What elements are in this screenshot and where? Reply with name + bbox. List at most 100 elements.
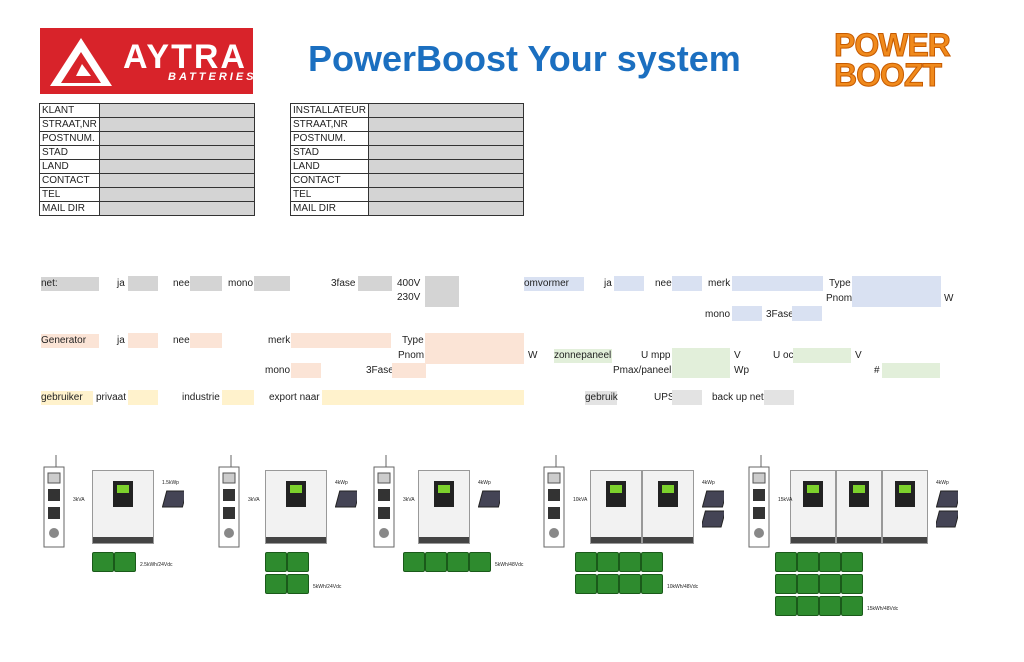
battery-icon <box>775 596 797 616</box>
gebruiker-label: gebruiker <box>41 391 93 405</box>
zonnepaneel-umpp-field[interactable] <box>672 348 730 363</box>
info-value-field[interactable] <box>367 201 524 216</box>
info-row: STAD <box>290 145 524 160</box>
zonnepaneel-pmax-field[interactable] <box>672 363 730 378</box>
generator-3fase-label: 3Fase <box>366 365 394 376</box>
info-value-field[interactable] <box>367 131 524 146</box>
net-label: net: <box>41 277 99 291</box>
omvormer-3fase-label: 3Fase <box>766 309 794 320</box>
gebruik-ups-field[interactable] <box>672 390 702 405</box>
solar-panel-icon <box>936 490 958 528</box>
info-key: KLANT <box>39 103 100 118</box>
battery-icon <box>403 552 425 572</box>
battery-icon <box>641 552 663 572</box>
battery-icon <box>575 574 597 594</box>
info-value-field[interactable] <box>367 159 524 174</box>
generator-3fase-field[interactable] <box>392 363 426 378</box>
generator-ja-field[interactable] <box>128 333 158 348</box>
generator-w-label: W <box>528 350 538 361</box>
battery-icon <box>287 574 309 594</box>
zonnepaneel-uoc-field[interactable] <box>793 348 851 363</box>
battery-icon <box>797 552 819 572</box>
info-value-field[interactable] <box>98 145 255 160</box>
battery-icon <box>819 596 841 616</box>
inverter-icon <box>882 470 928 544</box>
info-row: STAD <box>39 145 255 160</box>
inverter-icon <box>836 470 882 544</box>
info-key: TEL <box>39 187 100 202</box>
battery-icon <box>619 552 641 572</box>
omvormer-mono-field[interactable] <box>732 306 762 321</box>
omvormer-ja-field[interactable] <box>614 276 644 291</box>
info-key: STAD <box>290 145 369 160</box>
omvormer-pnom-label: Pnom <box>826 293 853 304</box>
info-row: CONTACT <box>290 173 524 188</box>
info-value-field[interactable] <box>367 103 524 118</box>
battery-icon <box>775 574 797 594</box>
omvormer-type-pnom-field[interactable] <box>852 276 941 307</box>
generator-mono-field[interactable] <box>291 363 321 378</box>
info-value-field[interactable] <box>98 173 255 188</box>
gebruiker-export-field[interactable] <box>322 390 524 405</box>
info-value-field[interactable] <box>98 117 255 132</box>
battery-icon <box>775 552 797 572</box>
battery-label: 5kWh/24Vdc <box>313 584 342 590</box>
omvormer-nee-field[interactable] <box>672 276 702 291</box>
inverter-icon <box>790 470 836 544</box>
omvormer-3fase-field[interactable] <box>792 306 822 321</box>
net-mono-field[interactable] <box>254 276 290 291</box>
net-voltage-field[interactable] <box>425 276 459 307</box>
distribution-icon <box>373 455 395 548</box>
info-key: INSTALLATEUR <box>290 103 369 118</box>
inverter-icon <box>642 470 694 544</box>
net-ja-field[interactable] <box>128 276 158 291</box>
zonnepaneel-v1-label: V <box>734 350 741 361</box>
info-key: POSTNUM. <box>39 131 100 146</box>
omvormer-mono-label: mono <box>705 309 731 320</box>
info-row: POSTNUM. <box>290 131 524 146</box>
generator-merk-field[interactable] <box>291 333 391 348</box>
kva-label: 3kVA <box>403 497 415 503</box>
battery-label: 15kWh/48Vdc <box>867 606 899 612</box>
info-value-field[interactable] <box>98 187 255 202</box>
gebruiker-industrie-label: industrie <box>182 392 220 403</box>
battery-icon <box>841 574 863 594</box>
info-value-field[interactable] <box>98 159 255 174</box>
zonnepaneel-count-field[interactable] <box>882 363 940 378</box>
gebruiker-industrie-field[interactable] <box>222 390 254 405</box>
info-row: TEL <box>39 187 255 202</box>
battery-icon <box>841 596 863 616</box>
info-value-field[interactable] <box>98 131 255 146</box>
gebruik-backup-field[interactable] <box>764 390 794 405</box>
info-key: STRAAT,NR <box>290 117 369 132</box>
battery-icon <box>114 552 136 572</box>
inverter-icon <box>590 470 642 544</box>
powerboost-line1: POWER <box>834 27 952 63</box>
net-nee-field[interactable] <box>190 276 222 291</box>
info-value-field[interactable] <box>367 173 524 188</box>
info-value-field[interactable] <box>367 145 524 160</box>
battery-icon <box>819 552 841 572</box>
generator-nee-field[interactable] <box>190 333 222 348</box>
info-row: MAIL DIR <box>39 201 255 216</box>
info-value-field[interactable] <box>367 187 524 202</box>
info-value-field[interactable] <box>367 117 524 132</box>
inverter-icon <box>418 470 470 544</box>
generator-merk-label: merk <box>268 335 291 346</box>
generator-type-pnom-field[interactable] <box>425 333 524 364</box>
battery-label: 5kWh/48Vdc <box>495 562 524 568</box>
battery-icon <box>265 574 287 594</box>
net-3fase-field[interactable] <box>358 276 392 291</box>
omvormer-merk-field[interactable] <box>732 276 823 291</box>
gebruik-label: gebruik <box>585 391 618 405</box>
generator-type-label: Type <box>402 335 424 346</box>
info-value-field[interactable] <box>98 201 255 216</box>
info-row: MAIL DIR <box>290 201 524 216</box>
aytra-logo: AYTRA BATTERIES <box>40 28 254 94</box>
generator-ja-label: ja <box>117 335 125 346</box>
battery-icon <box>425 552 447 572</box>
info-key: POSTNUM. <box>290 131 369 146</box>
info-value-field[interactable] <box>98 103 255 118</box>
gebruiker-privaat-field[interactable] <box>128 390 158 405</box>
